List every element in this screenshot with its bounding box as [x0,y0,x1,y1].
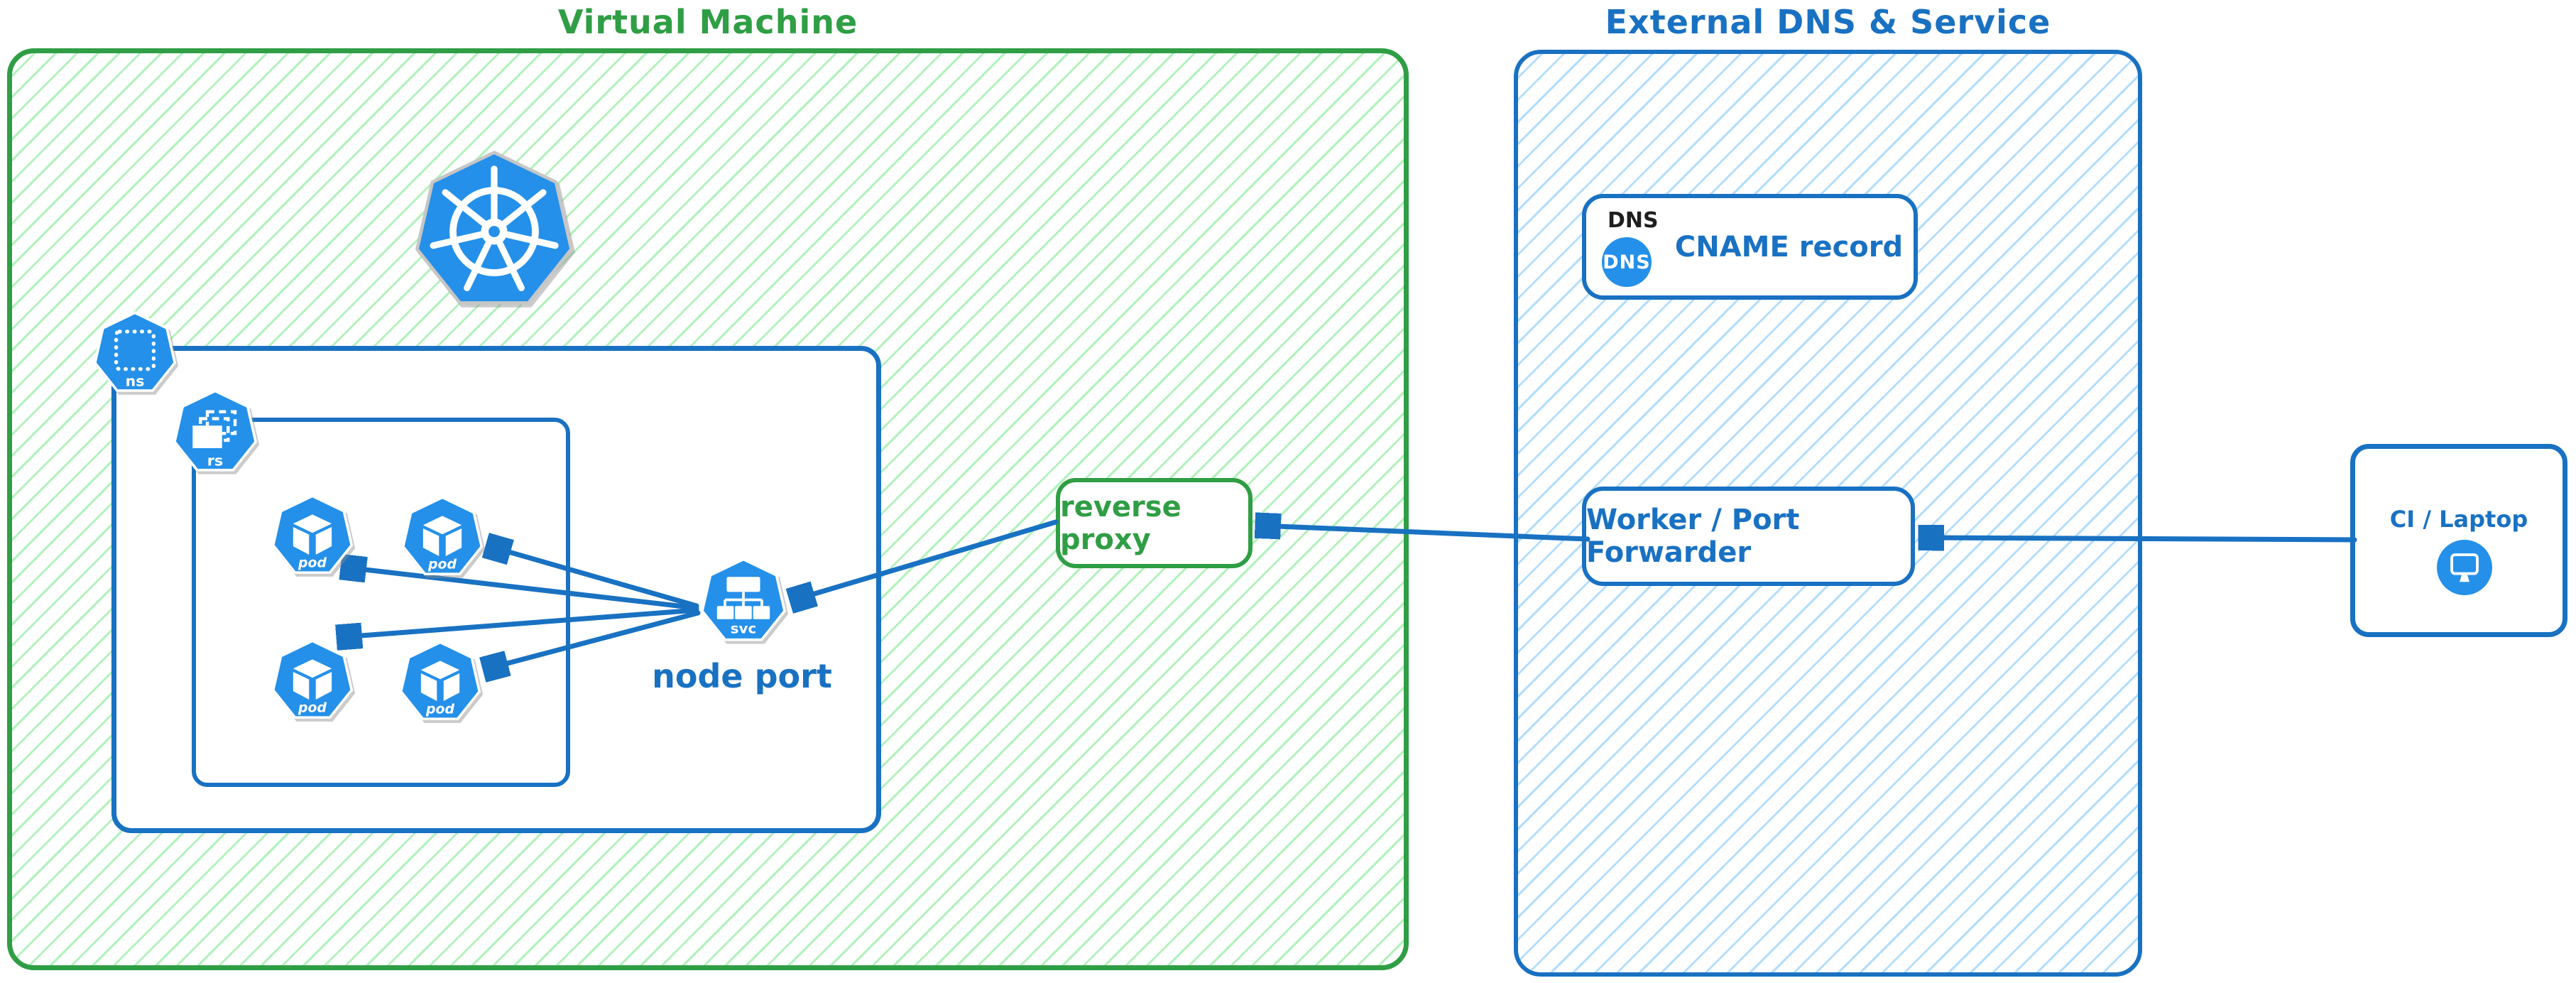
ci-laptop-label: CI / Laptop [2389,506,2528,533]
pod-icon: pod [398,641,482,724]
external-region-title: External DNS & Service [1605,3,2051,41]
dns-record-box: DNS DNS CNAME record [1582,194,1918,300]
replicaset-icon: rs [172,389,258,476]
reverse-proxy-label: reverse proxy [1060,490,1181,556]
kubernetes-logo-icon [412,149,577,314]
pod-icon-label: pod [427,557,457,572]
replicaset-icon-label: rs [207,452,224,469]
ci-laptop-box: CI / Laptop [2350,444,2567,637]
pod-icon: pod [271,639,354,723]
reverse-proxy-box: reverse proxy [1056,478,1252,568]
computer-monitor-icon [2437,540,2492,595]
pod-icon: pod [271,494,354,578]
pod-icon: pod [400,496,484,580]
service-icon: svc [699,558,787,646]
node-port-label: node port [652,657,832,695]
namespace-icon-label: ns [126,373,145,390]
worker-port-forwarder-label: Worker / Port Forwarder [1586,504,1800,569]
vm-region-title: Virtual Machine [557,3,858,41]
dns-badge-icon: DNS [1602,237,1652,287]
dns-tag-label: DNS [1608,208,1659,233]
worker-port-forwarder-box: Worker / Port Forwarder [1582,487,1915,586]
pod-icon-label: pod [425,702,454,717]
namespace-icon: ns [92,311,178,396]
pod-icon-label: pod [298,700,327,716]
service-icon-label: svc [731,621,756,637]
pod-icon-label: pod [298,555,327,571]
cname-record-label: CNAME record [1674,230,1904,264]
